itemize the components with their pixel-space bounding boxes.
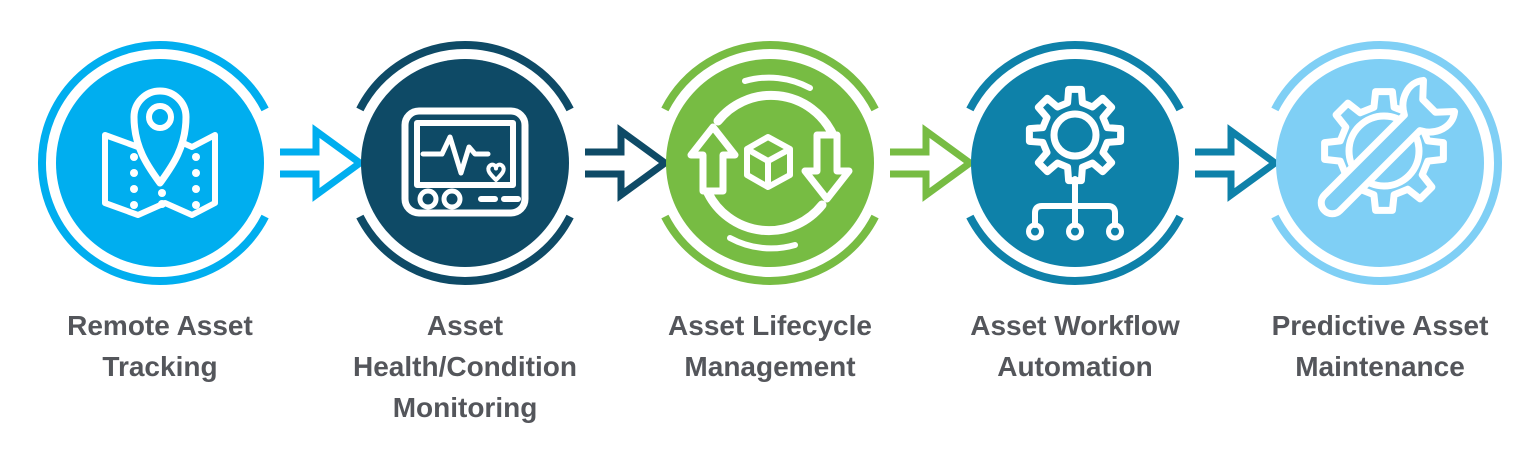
badge-ring [37,41,269,285]
step-badge [661,41,879,285]
step-label: Remote Asset Tracking [67,310,253,382]
arrow-shape [280,124,364,202]
step-asset-workflow-automation: Asset Workflow Automation [935,23,1215,443]
arrow-shape [1195,124,1279,202]
badge-ring [1271,41,1503,285]
step-label: Predictive Asset Maintenance [1271,310,1489,382]
step-label: Asset Lifecycle Management [668,310,872,382]
badge-ring [661,41,879,285]
step-badge [37,41,269,285]
step-badge [1271,41,1503,285]
step-remote-asset-tracking: Remote Asset Tracking [20,23,300,443]
gear-workflow-icon [1025,85,1125,241]
flow-arrow [280,124,364,202]
gear-wrench-icon [1317,76,1459,218]
flow-arrow [585,124,669,202]
badge-ring [356,41,574,285]
step-badge [966,41,1184,285]
arrow-shape [890,124,974,202]
badge-circle [971,59,1179,267]
step-asset-lifecycle-management: Asset Lifecycle Management [630,23,910,443]
badge-ring [966,41,1184,285]
step-label: Asset Workflow Automation [970,310,1180,382]
arrow-shape [585,124,669,202]
lifecycle-cube-icon [687,74,853,252]
step-badge [356,41,574,285]
map-location-pin-icon [102,87,218,218]
step-label: Asset Health/Condition Monitoring [353,310,577,423]
flow-arrow [890,124,974,202]
step-asset-health-condition-monitoring: Asset Health/Condition Monitoring [325,23,605,443]
step-predictive-asset-maintenance: Predictive Asset Maintenance [1240,23,1520,443]
health-monitor-icon [401,107,529,217]
flow-arrow [1195,124,1279,202]
